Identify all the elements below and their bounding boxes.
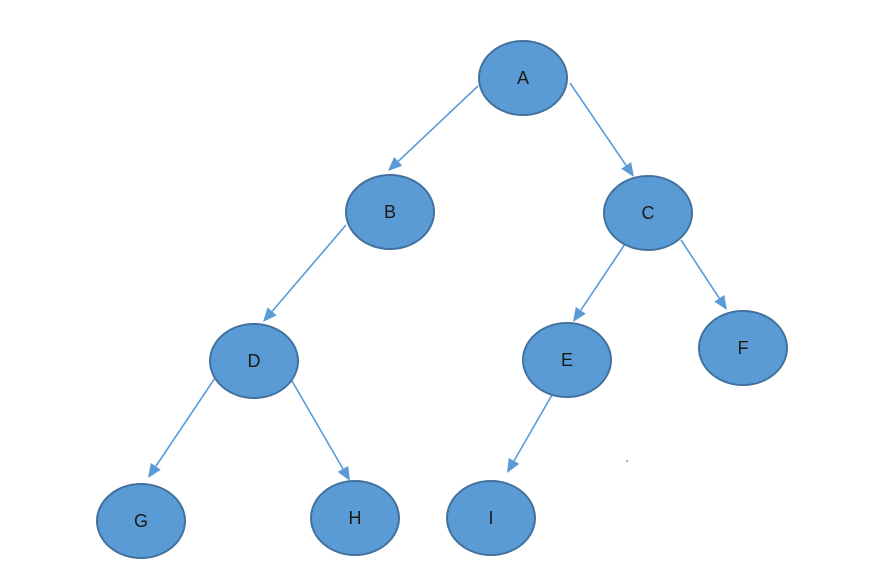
node-g: G (96, 483, 186, 559)
edge-line (271, 224, 347, 312)
node-b: B (345, 174, 435, 250)
edge-c-f (680, 239, 727, 310)
arrowhead-icon (714, 295, 727, 310)
node-label: E (561, 350, 573, 370)
node-label: G (134, 511, 148, 531)
stray-dot (626, 460, 628, 462)
node-e: E (522, 322, 612, 398)
edge-line (291, 380, 344, 470)
node-ellipse (96, 483, 186, 559)
edge-d-h (291, 380, 350, 481)
node-ellipse (310, 480, 400, 556)
node-h: H (310, 480, 400, 556)
arrowhead-icon (337, 465, 350, 481)
arrowhead-icon (148, 463, 161, 478)
node-f: F (698, 310, 788, 386)
node-label: B (384, 202, 396, 222)
edge-line (680, 239, 720, 299)
node-i: I (446, 480, 536, 556)
node-ellipse (345, 174, 435, 250)
arrowhead-icon (621, 162, 634, 177)
node-label: A (517, 68, 529, 88)
arrowhead-icon (263, 307, 277, 322)
nodes-layer: A B C D E F G H I (96, 40, 788, 559)
arrowhead-icon (388, 157, 403, 171)
edge-e-i (507, 394, 553, 473)
edge-line (580, 243, 626, 311)
node-ellipse (603, 175, 693, 251)
node-label: I (488, 508, 493, 528)
node-label: C (642, 203, 655, 223)
node-ellipse (446, 480, 536, 556)
node-label: H (349, 508, 362, 528)
arrowhead-icon (507, 457, 520, 473)
edges-layer (148, 82, 727, 481)
node-label: D (248, 351, 261, 371)
node-ellipse (698, 310, 788, 386)
node-ellipse (522, 322, 612, 398)
edge-c-e (573, 243, 626, 322)
node-label: F (738, 338, 749, 358)
node-ellipse (478, 40, 568, 116)
node-ellipse (209, 323, 299, 399)
edge-d-g (148, 377, 216, 478)
node-c: C (603, 175, 693, 251)
arrowhead-icon (573, 307, 586, 322)
edge-line (155, 377, 216, 467)
edge-line (397, 85, 479, 162)
edge-b-d (263, 224, 347, 322)
node-d: D (209, 323, 299, 399)
edge-line (569, 82, 627, 166)
edge-a-b (388, 85, 479, 171)
edge-line (513, 394, 553, 462)
node-a: A (478, 40, 568, 116)
edge-a-c (569, 82, 634, 177)
